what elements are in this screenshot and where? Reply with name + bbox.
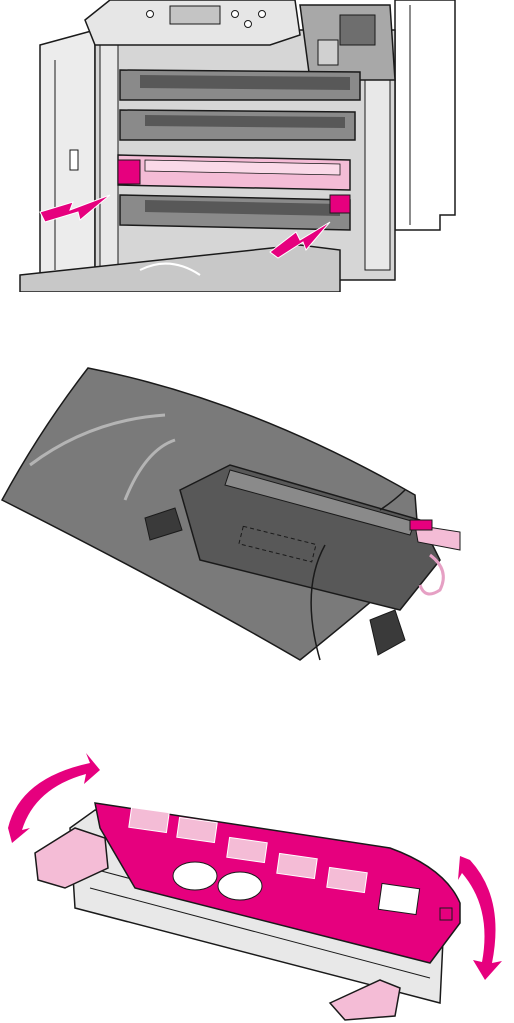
step-1-illustration	[0, 0, 514, 292]
door-slot	[70, 150, 78, 170]
panel-button	[245, 21, 252, 28]
rotate-arrow-right-icon	[458, 856, 502, 980]
control-panel-display	[170, 6, 220, 24]
step-2-illustration	[0, 360, 514, 670]
panel-button	[232, 11, 239, 18]
cartridge-rocking-illustration	[0, 748, 514, 1023]
printer-open-illustration	[0, 0, 514, 292]
printer-left-door	[40, 30, 95, 290]
lock-tab	[440, 908, 452, 920]
instruction-panel-warning	[378, 883, 419, 914]
mechanism-part	[318, 40, 338, 65]
magenta-handle-right	[330, 195, 350, 213]
cartridge-bag-illustration	[0, 360, 514, 670]
step-3-illustration	[0, 748, 514, 1023]
cartridge-cyan-top	[145, 115, 345, 128]
shipping-sheet-hole	[173, 862, 217, 890]
printer-side-wall	[395, 0, 455, 230]
panel-button	[259, 11, 266, 18]
cartridge-end-cap-right	[330, 980, 400, 1020]
mechanism-part	[340, 15, 375, 45]
panel-button	[147, 11, 154, 18]
magenta-tab	[410, 520, 432, 530]
cartridge-black-top	[140, 75, 350, 90]
cartridge-handle-right	[370, 610, 405, 655]
shipping-sheet-hole	[218, 872, 262, 900]
magenta-handle-left	[118, 160, 140, 184]
left-rail	[100, 40, 118, 270]
